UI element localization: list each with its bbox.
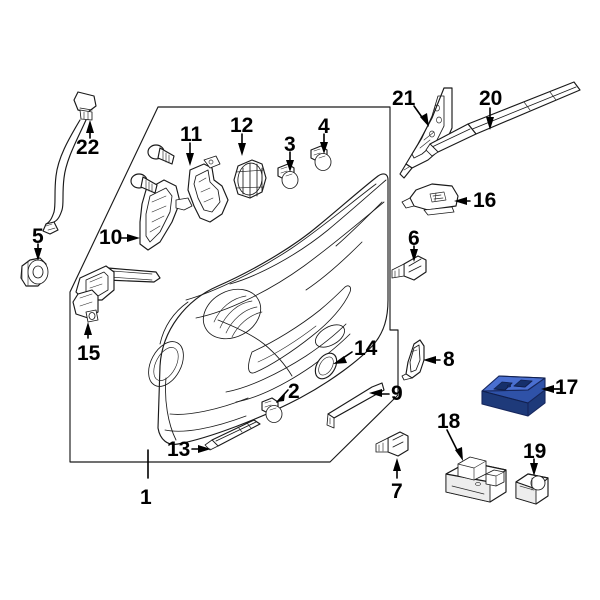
part-10-inside-handle-bezel[interactable] bbox=[139, 179, 193, 251]
callout-leader-22 bbox=[86, 120, 94, 139]
callout-leader-13 bbox=[191, 445, 211, 453]
part-11-handle-mounting-bracket[interactable] bbox=[187, 155, 229, 223]
part-22-wire-harness[interactable] bbox=[42, 91, 97, 235]
callout-label-8[interactable]: 8 bbox=[443, 348, 455, 371]
callout-label-20[interactable]: 20 bbox=[479, 87, 503, 110]
panel-screw-lower[interactable] bbox=[130, 173, 158, 194]
callout-label-7[interactable]: 7 bbox=[391, 480, 403, 503]
callout-label-17[interactable]: 17 bbox=[555, 376, 579, 399]
part-3-panel-fastener-clip[interactable] bbox=[277, 163, 299, 189]
part-4-panel-fastener-clip-upper[interactable] bbox=[310, 145, 332, 171]
callout-leader-17 bbox=[541, 385, 563, 393]
callout-leader-20 bbox=[486, 107, 494, 130]
callout-leader-9 bbox=[369, 389, 390, 397]
part-2-push-retainer-clip[interactable] bbox=[261, 397, 283, 423]
callout-leader-2 bbox=[276, 389, 289, 403]
callout-label-9[interactable]: 9 bbox=[391, 382, 403, 405]
callout-label-4[interactable]: 4 bbox=[318, 115, 330, 138]
callout-leader-21 bbox=[413, 105, 429, 127]
part-20-outer-belt-weatherstrip[interactable] bbox=[425, 81, 581, 157]
callout-leader-11 bbox=[186, 142, 194, 166]
part-7-hex-flange-screw[interactable] bbox=[375, 431, 409, 457]
callout-label-16[interactable]: 16 bbox=[473, 189, 497, 212]
part-19-door-lock-switch[interactable] bbox=[515, 473, 549, 505]
callout-label-3[interactable]: 3 bbox=[284, 133, 296, 156]
callout-label-13[interactable]: 13 bbox=[167, 438, 191, 461]
callout-label-18[interactable]: 18 bbox=[437, 410, 461, 433]
callout-leader-5 bbox=[34, 243, 42, 261]
part-16-mirror-inner-cover[interactable] bbox=[401, 183, 459, 216]
callout-label-15[interactable]: 15 bbox=[77, 342, 101, 365]
callout-leader-4 bbox=[320, 133, 328, 154]
part-5-lock-knob-grommet[interactable] bbox=[20, 257, 49, 287]
callout-label-6[interactable]: 6 bbox=[408, 227, 420, 250]
callout-label-12[interactable]: 12 bbox=[230, 114, 254, 137]
callout-leader-12 bbox=[238, 133, 246, 156]
callout-leader-3 bbox=[286, 151, 294, 172]
callout-leader-8 bbox=[423, 356, 441, 364]
part-15-inside-handle-assembly[interactable] bbox=[72, 265, 161, 323]
callout-label-2[interactable]: 2 bbox=[288, 380, 300, 403]
callout-leader-18 bbox=[446, 429, 463, 461]
part-14-oval-trim-cap[interactable] bbox=[311, 349, 341, 382]
part-17-power-window-switch[interactable] bbox=[481, 375, 546, 417]
callout-leader-19 bbox=[530, 458, 538, 476]
callout-label-22[interactable]: 22 bbox=[76, 136, 100, 159]
callout-label-14[interactable]: 14 bbox=[354, 337, 378, 360]
callout-label-10[interactable]: 10 bbox=[99, 226, 123, 249]
part-18-master-window-switch[interactable] bbox=[445, 456, 507, 503]
callout-leader-6 bbox=[410, 245, 418, 262]
callout-leader-14 bbox=[333, 351, 353, 364]
panel-screw-upper[interactable] bbox=[147, 144, 175, 165]
callout-label-1[interactable]: 1 bbox=[140, 486, 152, 509]
callout-leader-10 bbox=[119, 234, 140, 242]
callout-label-21[interactable]: 21 bbox=[392, 87, 416, 110]
callout-leader-7 bbox=[393, 458, 401, 479]
part-13-lower-trim-strip[interactable] bbox=[204, 419, 261, 451]
part-12-speaker-grille-insert[interactable] bbox=[233, 159, 267, 199]
callout-label-11[interactable]: 11 bbox=[180, 123, 203, 146]
callout-label-19[interactable]: 19 bbox=[523, 440, 547, 463]
part-6-hex-flange-bolt[interactable] bbox=[391, 255, 427, 281]
part-1-door-panel-body bbox=[148, 173, 389, 445]
callout-label-5[interactable]: 5 bbox=[32, 225, 44, 248]
callout-leader-15 bbox=[84, 322, 92, 339]
callout-leader-16 bbox=[454, 197, 471, 205]
part-8-pull-handle-bracket[interactable] bbox=[401, 339, 425, 381]
